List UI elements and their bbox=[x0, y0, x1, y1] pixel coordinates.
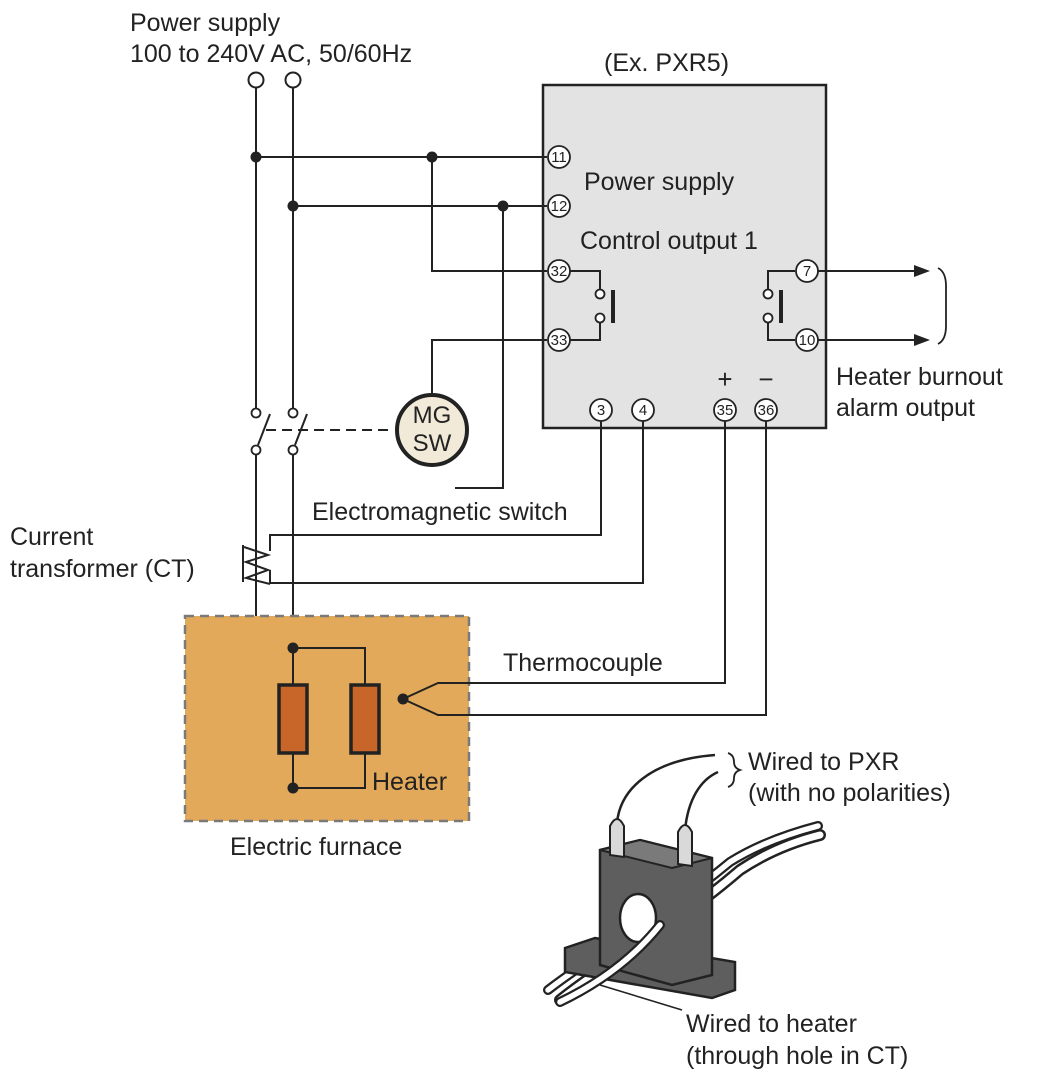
supply-terminal-l bbox=[247, 71, 265, 89]
svg-text:36: 36 bbox=[758, 402, 775, 419]
electric-furnace-box bbox=[183, 614, 471, 823]
terminal-36: 36 bbox=[754, 398, 778, 422]
wired-pxr-line2: (with no polarities) bbox=[748, 779, 951, 807]
junction-dot bbox=[426, 151, 438, 163]
heater-element-2 bbox=[349, 683, 381, 755]
plus-sign: + bbox=[717, 364, 732, 394]
terminal-4: 4 bbox=[631, 398, 655, 422]
svg-text:SW: SW bbox=[413, 430, 452, 457]
heater-element-1 bbox=[277, 683, 309, 755]
junction-dot bbox=[497, 200, 509, 212]
svg-text:4: 4 bbox=[639, 402, 647, 419]
svg-text:3: 3 bbox=[597, 402, 605, 419]
pxr-bracket-icon bbox=[727, 752, 743, 788]
thermocouple-plus-wire bbox=[402, 421, 726, 700]
svg-text:32: 32 bbox=[551, 263, 568, 280]
thermocouple-minus-wire bbox=[402, 421, 767, 716]
wire-to-mg-coil bbox=[455, 206, 504, 489]
em-switch-label: Electromagnetic switch bbox=[312, 498, 568, 526]
svg-text:35: 35 bbox=[717, 402, 734, 419]
ct-label-line1: Current bbox=[10, 523, 93, 551]
svg-text:11: 11 bbox=[551, 149, 567, 166]
alarm-bracket-icon bbox=[937, 267, 947, 345]
minus-sign: − bbox=[758, 364, 773, 394]
thermocouple-label: Thermocouple bbox=[503, 649, 663, 677]
terminal-7: 7 bbox=[795, 259, 819, 283]
heater-label: Heater bbox=[372, 768, 447, 796]
model-label: (Ex. PXR5) bbox=[604, 49, 729, 77]
svg-text:MG: MG bbox=[413, 402, 452, 429]
junction-dot bbox=[287, 642, 299, 654]
alarm-label-line1: Heater burnout bbox=[836, 363, 1003, 391]
wire-to-terminal-32 bbox=[431, 157, 547, 272]
svg-text:33: 33 bbox=[551, 332, 568, 349]
terminal-33: 33 bbox=[547, 328, 571, 352]
ct-label-line2: transformer (CT) bbox=[10, 555, 195, 583]
mg-switch-contacts bbox=[250, 407, 392, 456]
terminal-32: 32 bbox=[547, 259, 571, 283]
ct-illustration bbox=[543, 753, 826, 1011]
terminal-11: 11 bbox=[547, 145, 571, 169]
alarm-label-line2: alarm output bbox=[836, 394, 975, 422]
svg-text:10: 10 bbox=[799, 332, 816, 349]
svg-text:12: 12 bbox=[551, 198, 568, 215]
alarm-relay-contact bbox=[762, 270, 795, 341]
wire-ct-to-terminal-4 bbox=[269, 421, 644, 584]
terminal-10: 10 bbox=[795, 328, 819, 352]
wire-terminal-33-to-mg bbox=[431, 339, 547, 400]
svg-text:7: 7 bbox=[803, 263, 811, 280]
supply-terminal-n bbox=[284, 71, 302, 89]
controller-box bbox=[541, 83, 828, 430]
junction-dot bbox=[287, 200, 299, 212]
controller-power-label: Power supply bbox=[584, 168, 735, 196]
terminal-35: 35 bbox=[713, 398, 737, 422]
junction-dot bbox=[287, 782, 299, 794]
furnace-label: Electric furnace bbox=[230, 833, 402, 861]
terminal-3: 3 bbox=[589, 398, 613, 422]
terminal-12: 12 bbox=[547, 194, 571, 218]
power-supply-title: Power supply bbox=[130, 9, 281, 37]
ct-symbol-icon bbox=[242, 545, 272, 585]
wired-heater-line1: Wired to heater bbox=[686, 1010, 857, 1038]
mg-sw-coil: MG SW bbox=[395, 393, 469, 467]
junction-dot bbox=[250, 151, 262, 163]
control-output-relay-contact bbox=[570, 270, 615, 341]
wire-ct-to-terminal-3 bbox=[269, 421, 602, 551]
control-output-label: Control output 1 bbox=[580, 227, 758, 255]
wired-heater-line2: (through hole in CT) bbox=[686, 1042, 908, 1070]
wired-pxr-line1: Wired to PXR bbox=[748, 748, 899, 776]
power-supply-spec: 100 to 240V AC, 50/60Hz bbox=[130, 40, 412, 68]
alarm-output-arrows bbox=[818, 265, 947, 346]
